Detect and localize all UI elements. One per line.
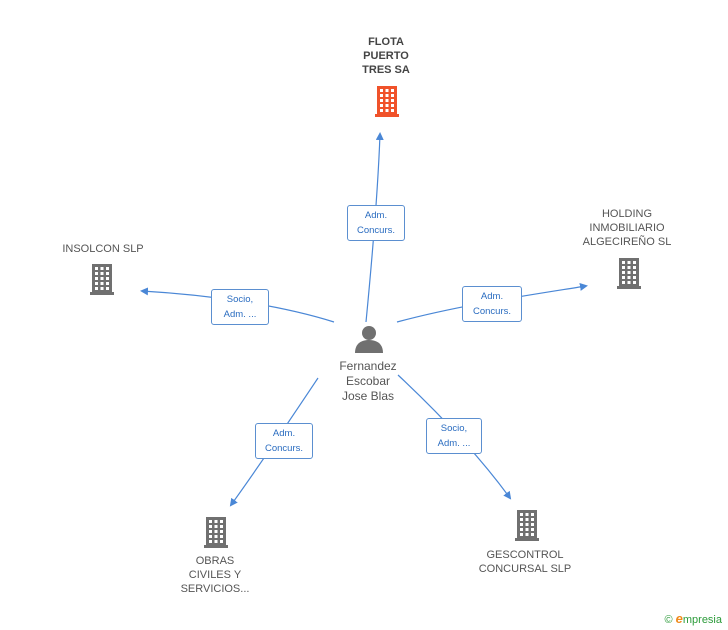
brand-footer: © empresia xyxy=(664,611,722,626)
building-icon[interactable] xyxy=(373,84,401,123)
company-label-gescontrol[interactable]: GESCONTROL CONCURSAL SLP xyxy=(478,549,572,575)
company-label-holding[interactable]: HOLDING INMOBILIARIO ALGECIREÑO SL xyxy=(582,208,672,248)
building-icon[interactable] xyxy=(88,262,116,301)
person-name[interactable]: Fernandez Escobar Jose Blas xyxy=(339,359,397,403)
relation-label-gescontrol[interactable]: Socio, Adm. ... xyxy=(426,418,482,454)
company-label-insolcon[interactable]: INSOLCON SLP xyxy=(62,243,144,255)
relation-label-insolcon[interactable]: Socio, Adm. ... xyxy=(211,289,269,325)
company-label-obras[interactable]: OBRAS CIVILES Y SERVICIOS... xyxy=(180,555,250,595)
relation-label-flota[interactable]: Adm. Concurs. xyxy=(347,205,405,241)
brand-logo-initial: e xyxy=(675,611,683,626)
relation-label-holding[interactable]: Adm. Concurs. xyxy=(462,286,522,322)
person-icon[interactable] xyxy=(354,324,384,359)
building-icon[interactable] xyxy=(513,508,541,547)
building-icon[interactable] xyxy=(615,256,643,295)
relation-label-obras[interactable]: Adm. Concurs. xyxy=(255,423,313,459)
copyright-icon: © xyxy=(664,614,673,626)
company-label-flota[interactable]: FLOTA PUERTO TRES SA xyxy=(362,36,410,76)
brand-logo-text: mpresia xyxy=(682,614,722,626)
building-icon[interactable] xyxy=(202,515,230,554)
